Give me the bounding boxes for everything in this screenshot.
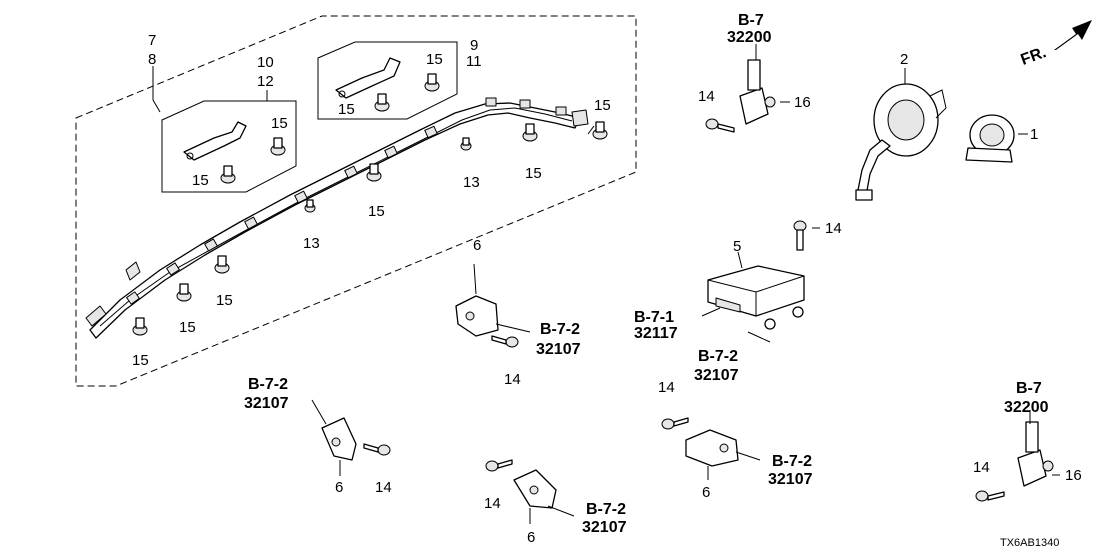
ref-b7-bottom: B-7 (1016, 380, 1042, 397)
callout-14-c: 14 (504, 371, 521, 388)
bolt-15-a-icon (220, 165, 236, 184)
callout-15-e: 15 (594, 97, 611, 114)
callout-9: 9 (470, 37, 478, 54)
cable-reel (965, 114, 1015, 163)
callout-16-b: 16 (1065, 467, 1082, 484)
bracket-group-9-11-outline (317, 41, 458, 120)
callout-11: 11 (466, 53, 482, 70)
callout-6-b: 6 (335, 479, 343, 496)
callout-15-i: 15 (179, 319, 196, 336)
curtain-airbag-group-outline (75, 15, 637, 387)
callout-10: 10 (257, 54, 274, 71)
ref-b7-2-lower-center: B-7-2 (586, 501, 626, 518)
ref-32107-srs: 32107 (694, 367, 739, 384)
bolt-15-e-icon (592, 121, 608, 140)
callout-16-a: 16 (794, 94, 811, 111)
bolt-14-d-icon (363, 443, 391, 456)
reference-codes: B-7 32200 B-7 32200 B-7-1 32117 B-7-2 32… (244, 12, 1049, 536)
ref-32107-lower-center: 32107 (582, 519, 627, 536)
impact-sensor-bottom-right (1017, 421, 1054, 487)
callout-6-d: 6 (702, 484, 710, 501)
callout-15-b: 15 (271, 115, 288, 132)
side-sensor-lower-center (513, 469, 557, 509)
callout-14-b: 14 (825, 220, 842, 237)
bolt-15-i-icon (176, 283, 192, 302)
callout-13-a: 13 (463, 174, 480, 191)
bolt-15-f-icon (522, 123, 538, 142)
bolt-14-g-icon (975, 490, 1005, 502)
bolt-15-g-icon (366, 163, 382, 182)
callout-14-f: 14 (658, 379, 675, 396)
bolt-14-a-icon (705, 118, 735, 133)
callout-6-a: 6 (473, 237, 481, 254)
bracket-group-10-12-outline (161, 100, 297, 193)
bolt-15-d-icon (374, 93, 390, 112)
callout-12: 12 (257, 73, 274, 90)
clip-13-a-icon (460, 137, 472, 151)
bolt-14-e-icon (485, 459, 513, 472)
ref-b7-2-srs: B-7-2 (698, 348, 738, 365)
bolt-15-h-icon (214, 255, 230, 274)
srs-unit (707, 265, 805, 330)
ref-b7-2-lower-left: B-7-2 (248, 376, 288, 393)
callout-15-g: 15 (368, 203, 385, 220)
bracket-10-12 (183, 121, 247, 161)
callout-7: 7 (148, 32, 156, 49)
ref-32200-bottom: 32200 (1004, 399, 1049, 416)
callout-13-b: 13 (303, 235, 320, 252)
bolt-15-b-icon (270, 137, 286, 156)
callout-numbers: 7 8 10 12 9 11 15 15 15 15 15 15 15 15 1… (132, 32, 1082, 546)
leader-lines (152, 44, 1060, 524)
side-sensor-center (455, 295, 499, 337)
callout-15-j: 15 (132, 352, 149, 369)
bolt-15-j-icon (132, 317, 148, 336)
ref-32107-center: 32107 (536, 341, 581, 358)
callout-15-a: 15 (192, 172, 209, 189)
callout-1: 1 (1030, 126, 1038, 143)
callout-14-a: 14 (698, 88, 715, 105)
clock-spring (855, 83, 947, 201)
bolt-14-c-icon (491, 335, 519, 348)
clip-13-b-icon (304, 199, 316, 213)
ref-32107-lower-left: 32107 (244, 395, 289, 412)
callout-15-h: 15 (216, 292, 233, 309)
bolt-15-c-icon (424, 73, 440, 92)
callout-15-c: 15 (426, 51, 443, 68)
callout-15-f: 15 (525, 165, 542, 182)
curtain-airbag (85, 97, 589, 339)
ref-b7-2-center: B-7-2 (540, 321, 580, 338)
ref-b7-top: B-7 (738, 12, 764, 29)
impact-sensor-top (739, 59, 776, 125)
ref-b7-2-right: B-7-2 (772, 453, 812, 470)
ref-32107-right: 32107 (768, 471, 813, 488)
callout-2: 2 (900, 51, 908, 68)
front-indicator-label: FR. (1019, 44, 1049, 69)
callout-8: 8 (148, 51, 156, 68)
ref-32117: 32117 (634, 325, 678, 342)
callout-14-e: 14 (484, 495, 501, 512)
bracket-9-11 (335, 57, 401, 99)
diagram-code: TX6AB1340 (1000, 537, 1059, 549)
ref-32200-top: 32200 (727, 29, 772, 46)
bolt-14-f-icon (661, 417, 689, 430)
ref-b7-1: B-7-1 (634, 309, 674, 326)
callout-15-d: 15 (338, 101, 355, 118)
callout-14-d: 14 (375, 479, 392, 496)
callout-6-c: 6 (527, 529, 535, 546)
front-direction-arrow-icon (1054, 20, 1092, 50)
bolt-14-b-icon (793, 220, 807, 251)
callout-5: 5 (733, 238, 741, 255)
callout-14-g: 14 (973, 459, 990, 476)
side-sensor-right (685, 429, 739, 467)
side-sensor-lower-left (321, 417, 357, 461)
